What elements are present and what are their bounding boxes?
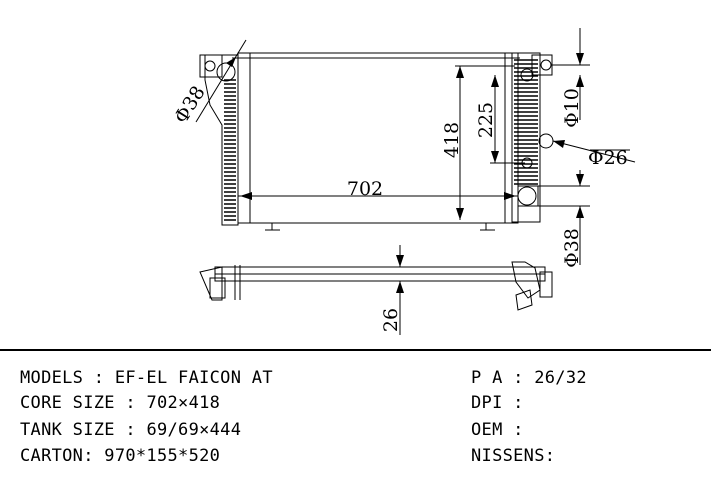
core-width-label: 702 (347, 178, 383, 200)
outlet-dia-label: Φ38 (561, 228, 583, 268)
left-tank (204, 54, 239, 226)
left-tank-fins (224, 79, 236, 221)
spec-models: MODELS : EF-EL FAICON AT (20, 368, 273, 388)
section-divider (0, 349, 711, 351)
radiator-side-view (199, 261, 553, 311)
core-height-label: 418 (441, 122, 463, 158)
spec-oem: OEM : (471, 420, 524, 440)
left-top-bracket (199, 54, 223, 78)
small-port-dia-label: Φ10 (561, 88, 583, 128)
spec-pa: P A : 26/32 (471, 368, 587, 388)
filler-neck (538, 133, 554, 149)
inlet-dia-label: Φ38 (170, 82, 210, 127)
spec-tank-size: TANK SIZE : 69/69×444 (20, 420, 242, 440)
spec-core-size: CORE SIZE : 702×418 (20, 393, 221, 413)
spec-dpi: DPI : (471, 393, 524, 413)
right-tank (511, 52, 541, 223)
filler-dia-label: Φ26 (588, 147, 628, 169)
spec-carton: CARTON: 970*155*520 (20, 446, 221, 466)
right-tank-fins (514, 59, 538, 185)
thickness-label: 26 (380, 308, 402, 332)
inner-height-label: 225 (475, 102, 497, 138)
spec-nissens: NISSENS: (471, 446, 556, 466)
radiator-technical-drawing: 702 418 225 Φ10 Φ26 Φ38 Φ38 26 (170, 28, 636, 335)
